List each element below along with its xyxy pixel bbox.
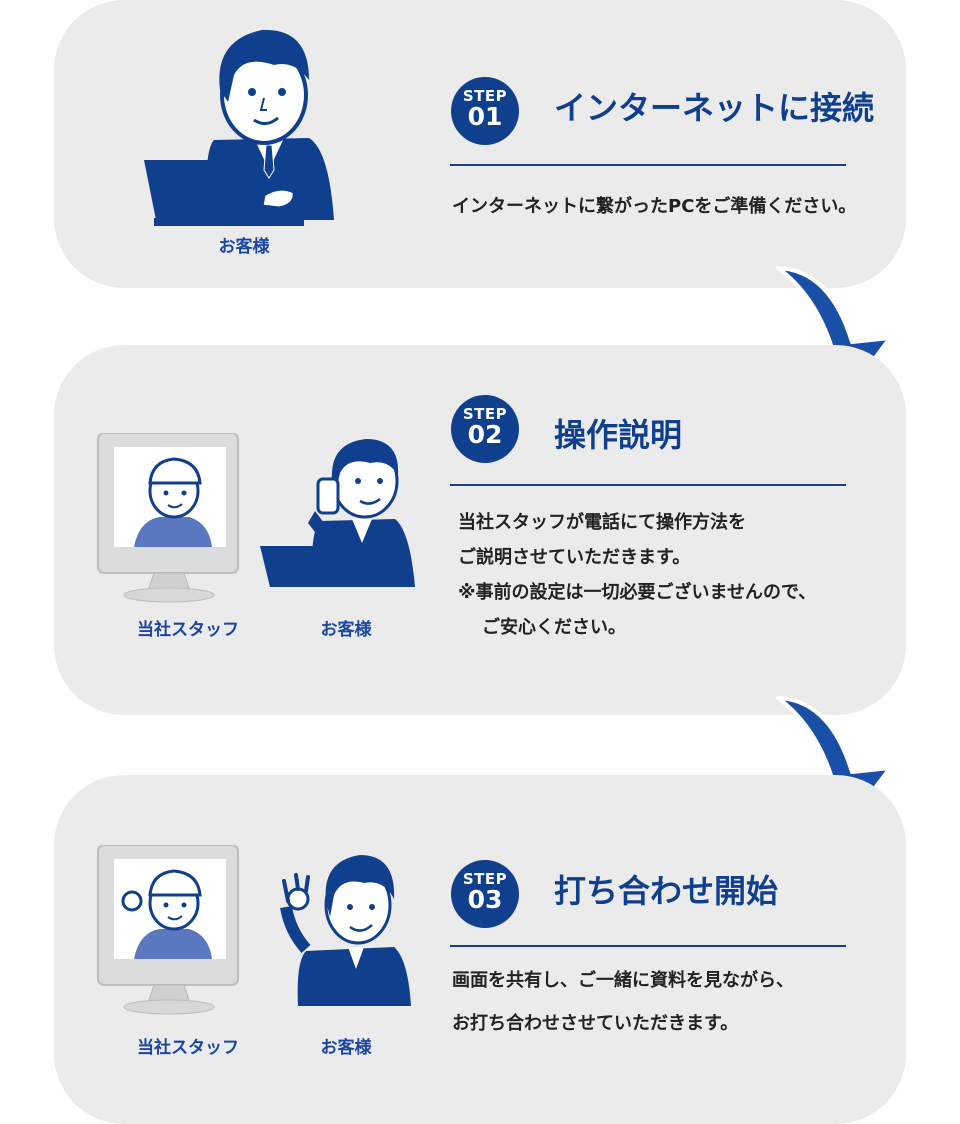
step-2-badge: STEP 02 [451, 395, 519, 463]
step-1-panel: お客様 STEP 01 インターネットに接続 インターネットに繋がったPCをご準… [54, 0, 906, 288]
badge-number: 01 [451, 104, 519, 130]
staff-monitor-illustration [94, 433, 244, 603]
badge-number: 02 [451, 422, 519, 448]
step-3-divider [450, 945, 846, 947]
step-2-desc-line: ご安心ください。 [482, 609, 626, 647]
step-3-badge: STEP 03 [451, 860, 519, 928]
customer-label: お客様 [306, 615, 386, 640]
staff-label: 当社スタッフ [128, 615, 248, 640]
badge-number: 03 [451, 887, 519, 913]
step-1-badge: STEP 01 [451, 77, 519, 145]
customer-label: お客様 [306, 1033, 386, 1058]
step-2-panel: 当社スタッフ お客様 STEP 02 操作説明 当社スタッフが電話にて操作方法を… [54, 345, 906, 715]
step-2-desc-line: ※事前の設定は一切必要ございませんので、 [458, 574, 816, 612]
step-2-title: 操作説明 [554, 415, 682, 455]
step-3-title: 打ち合わせ開始 [554, 871, 778, 911]
step-3-panel: 当社スタッフ お客様 STEP 03 打ち合わせ開始 画面を共有し、ご一緒に資料… [54, 775, 906, 1124]
step-1-desc-line: インターネットに繋がったPCをご準備ください。 [452, 188, 856, 226]
customer-laptop-illustration [144, 20, 344, 230]
step-2-desc-line: 当社スタッフが電話にて操作方法を [458, 504, 746, 542]
staff-label: 当社スタッフ [128, 1033, 248, 1058]
step-3-desc-line: 画面を共有し、ご一緒に資料を見ながら、 [452, 962, 794, 1000]
step-2-desc-line: ご説明させていただきます。 [458, 539, 690, 577]
customer-ok-illustration [276, 841, 416, 1011]
step-1-divider [450, 164, 846, 166]
step-3-desc-line: お打ち合わせさせていただきます。 [452, 1005, 738, 1043]
customer-phone-illustration [260, 431, 420, 591]
step-2-divider [450, 484, 846, 486]
customer-label: お客様 [204, 232, 284, 257]
step-1-title: インターネットに接続 [554, 88, 874, 128]
staff-monitor-illustration [94, 845, 244, 1015]
